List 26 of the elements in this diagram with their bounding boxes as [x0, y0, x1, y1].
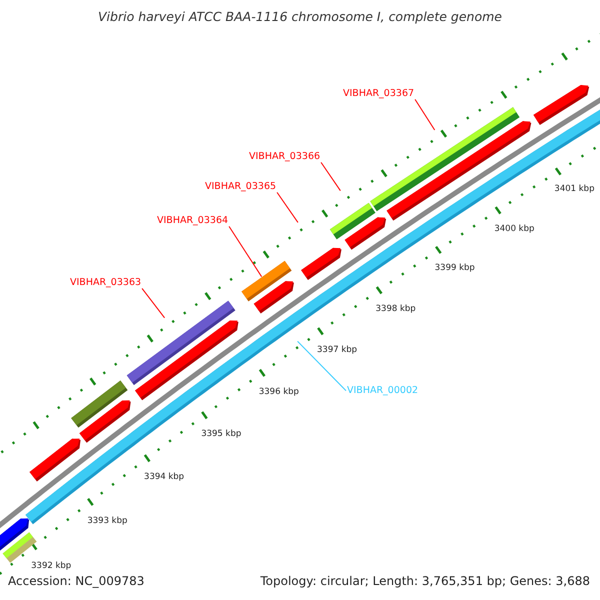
scale-label: 3401 kbp	[554, 184, 594, 195]
gene-label: VIBHAR_03364	[157, 215, 228, 226]
scale-label: 3394 kbp	[144, 472, 184, 482]
leader-line	[228, 226, 262, 278]
scale-label: 3397 kbp	[317, 344, 358, 355]
gene-bar	[242, 260, 292, 302]
gene-label: VIBHAR_03365	[205, 181, 276, 192]
gene-label: VIBHAR_03367	[343, 88, 414, 100]
scale-label: 3396 kbp	[258, 386, 299, 397]
leader-line	[297, 340, 346, 392]
leader-line	[414, 98, 436, 130]
leader-line	[276, 192, 298, 223]
accession-label: Accession: NC_009783	[8, 574, 144, 588]
gene-label: VIBHAR_03366	[249, 151, 320, 162]
leader-line	[142, 288, 166, 318]
genome-info-label: Topology: circular; Length: 3,765,351 bp; Genes: 3,688	[260, 574, 590, 588]
scale-label: 3399 kbp	[434, 263, 475, 274]
scale-label: 3393 kbp	[87, 516, 128, 526]
scale-label: 3398 kbp	[376, 304, 416, 314]
leader-line	[320, 162, 341, 192]
gene-label: VIBHAR_00002	[347, 385, 418, 396]
gene-label: VIBHAR_03363	[70, 277, 142, 288]
scale-label: 3392 kbp	[31, 560, 72, 571]
chart-title: Vibrio harveyi ATCC BAA-1116 chromosome I, complete genome	[97, 9, 503, 24]
scale-label: 3400 kbp	[494, 224, 534, 234]
scale-label: 3395 kbp	[201, 429, 242, 440]
